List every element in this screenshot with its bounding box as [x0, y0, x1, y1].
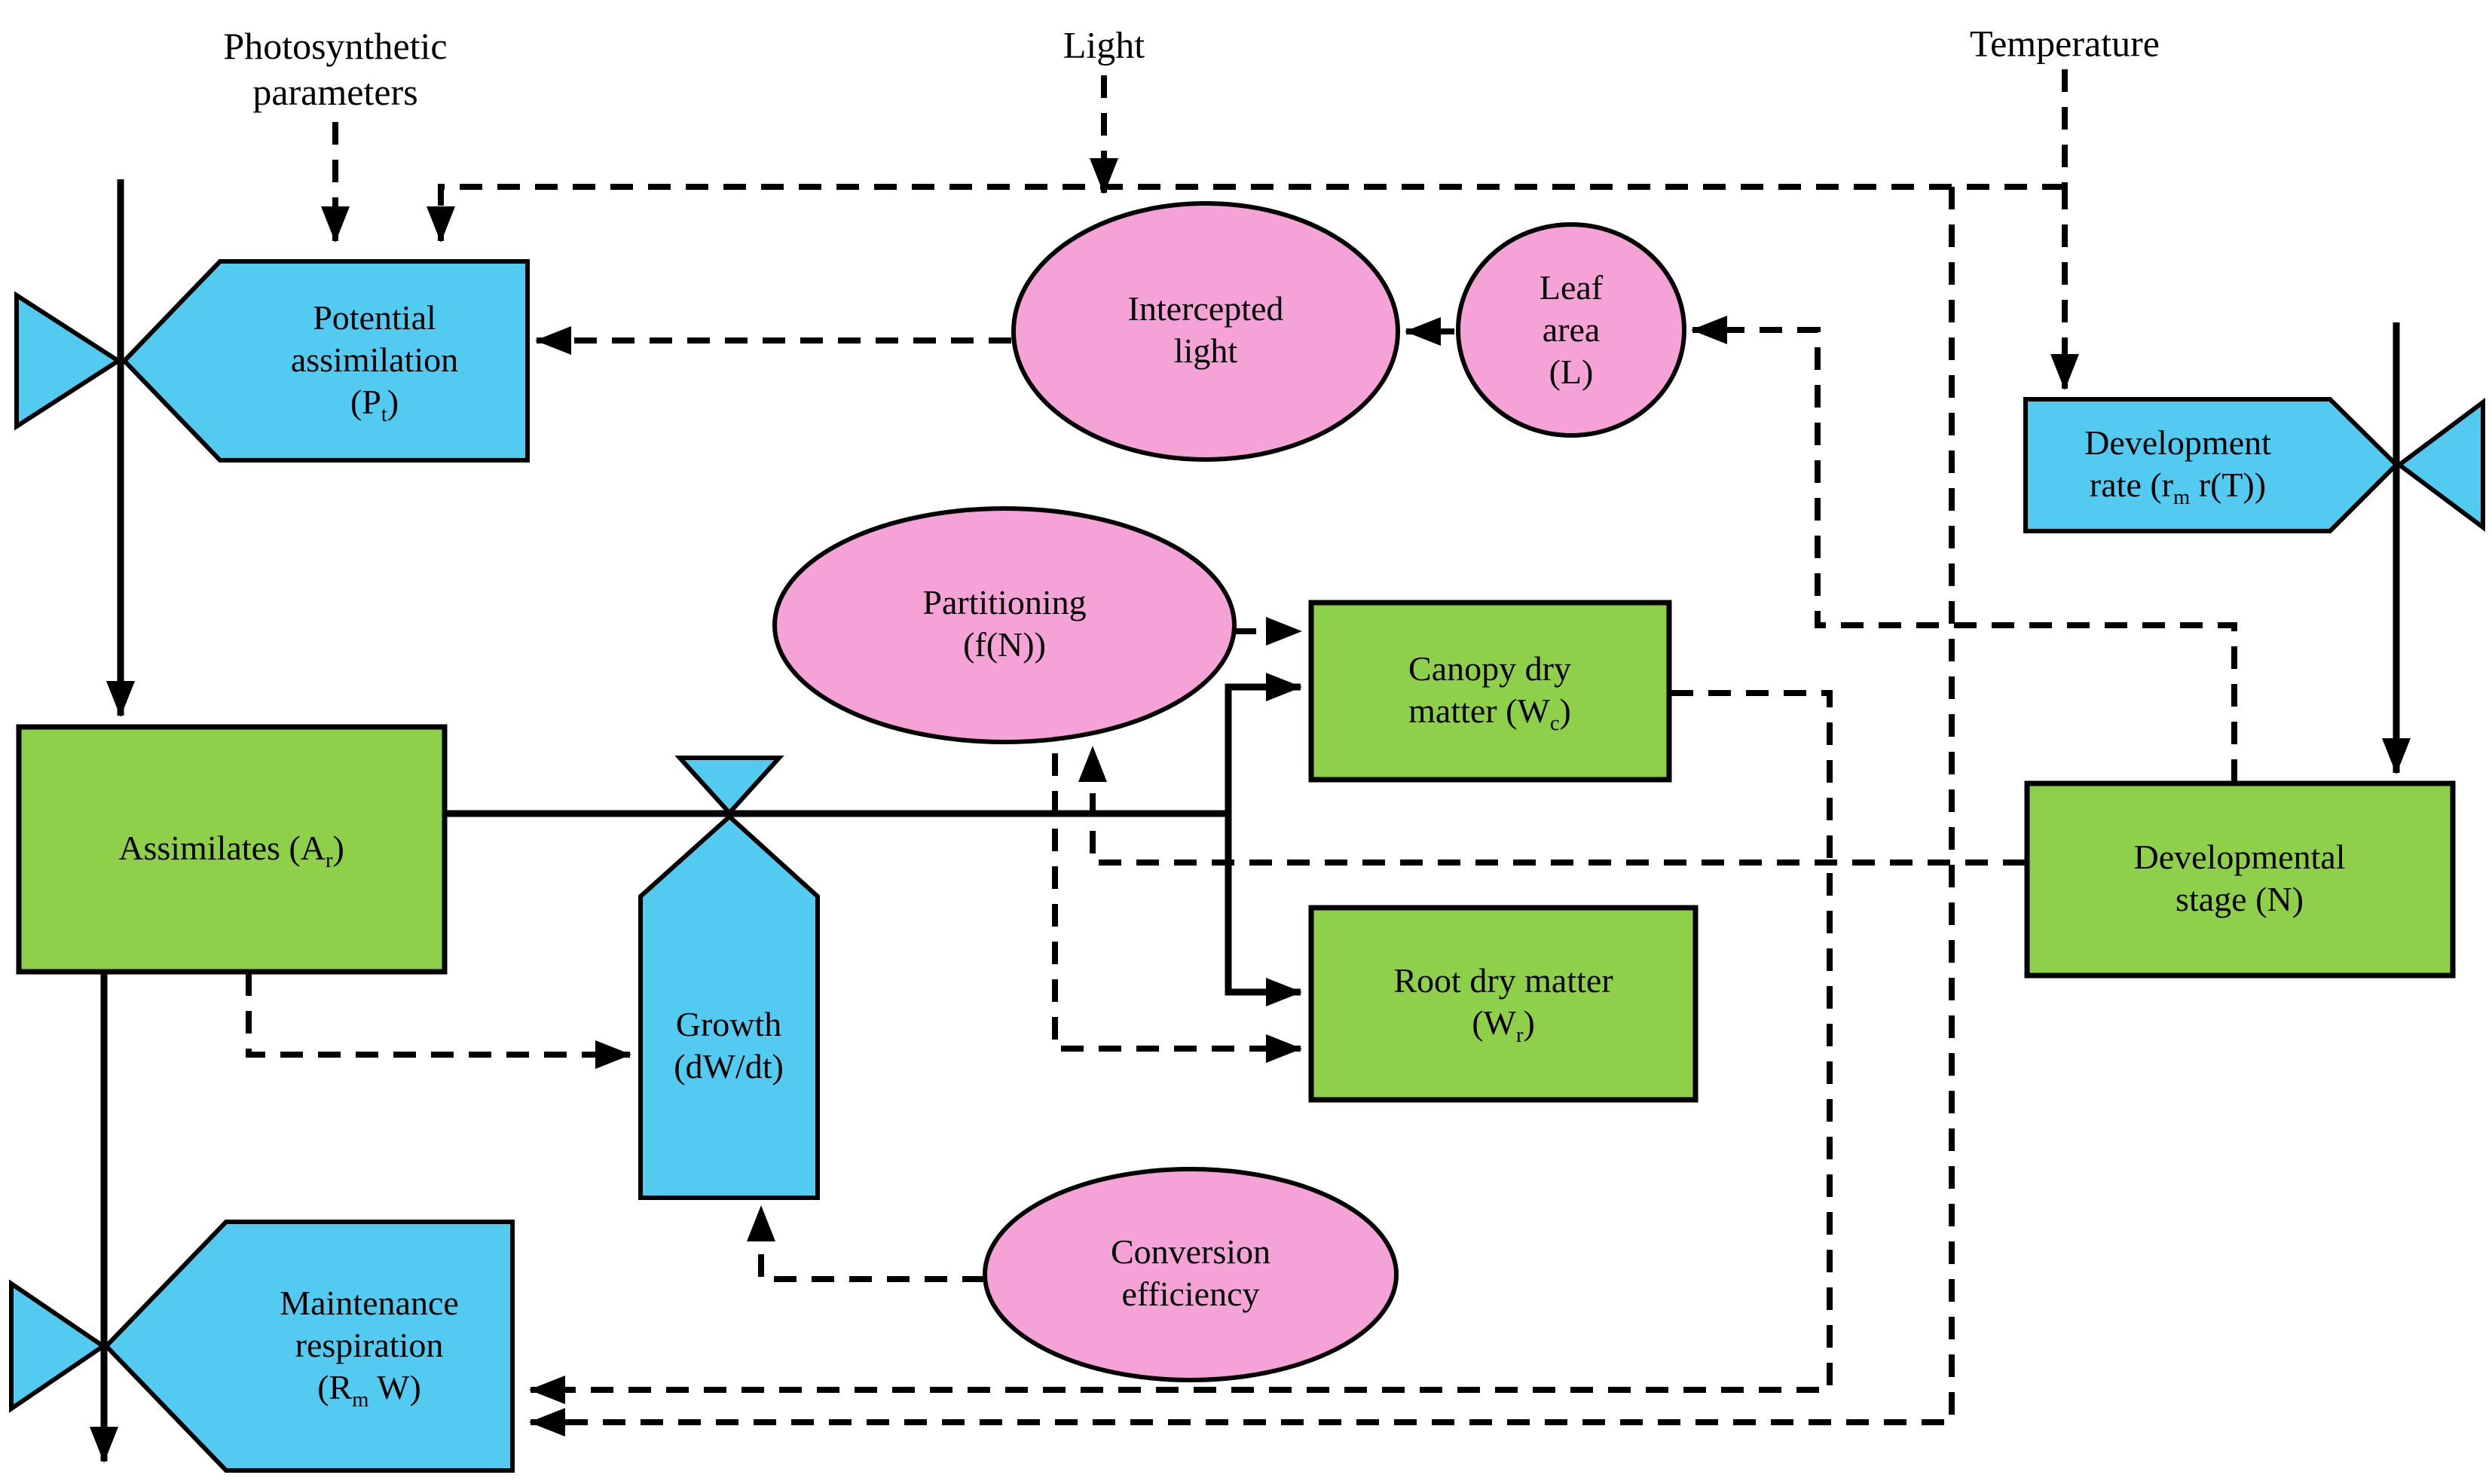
- link-developmental-stage-to-leaf-area: [1691, 316, 2237, 782]
- canopy-dry-matter-box: [1308, 600, 1672, 783]
- potential-assimilation-label: Potential assimilation (Pt): [290, 298, 459, 427]
- link-conversion-efficiency-to-growth: [747, 1205, 985, 1282]
- link-temperature-to-potential-assimilation: [427, 184, 2065, 243]
- intercepted-light-label: Intercepted light: [1127, 289, 1284, 370]
- leaf-area-ellipse: [1456, 222, 1686, 438]
- link-partitioning-to-root-dry-matter: [1052, 716, 1302, 1063]
- link-canopy-dry-matter-to-maintenance-respiration: [529, 690, 1833, 1404]
- root-dry-matter-label: Root dry matter (Wr): [1393, 960, 1613, 1048]
- link-developmental-stage-to-partitioning: [1078, 746, 2026, 866]
- canopy-dry-matter-label: Canopy dry matter (Wc): [1408, 649, 1571, 736]
- partitioning-label: Partitioning (f(N)): [922, 582, 1087, 664]
- conversion-efficiency-ellipse: [983, 1167, 1399, 1382]
- partitioning-ellipse: [772, 506, 1237, 744]
- flow-growth-to-root: [1225, 814, 1302, 1006]
- conversion-efficiency-label: Conversion efficiency: [1110, 1232, 1271, 1313]
- leaf-area-label: Leaf area (L): [1539, 267, 1604, 392]
- link-assimilates-to-growth: [246, 973, 631, 1069]
- maintenance-respiration-valve-icon: [9, 1279, 108, 1413]
- assimilates-label: Assimilates (Ar): [118, 828, 344, 873]
- temperature-label: Temperature: [1970, 22, 2160, 65]
- maintenance-respiration-label: Maintenance respiration (Rm W): [280, 1283, 459, 1412]
- developmental-stage-box: [2024, 780, 2456, 979]
- root-dry-matter-box: [1308, 905, 1699, 1103]
- developmental-stage-label: Developmental stage (N): [2133, 837, 2346, 918]
- development-rate-valve-icon: [2395, 398, 2485, 532]
- flow-growth-to-canopy: [1225, 673, 1302, 814]
- development-rate-shape: [2023, 397, 2400, 533]
- potential-assimilation-shape: [121, 259, 530, 463]
- growth-label: Growth (dW/dt): [674, 1004, 784, 1086]
- light-label: Light: [1063, 23, 1145, 66]
- photosynthetic-parameters-label: Photosynthetic parameters: [223, 25, 448, 113]
- development-rate-label: Development rate (rm r(T)): [2084, 423, 2271, 510]
- intercepted-light-ellipse: [1011, 201, 1400, 462]
- potential-assimilation-valve-icon: [14, 291, 123, 431]
- growth-valve-icon: [674, 756, 784, 817]
- growth-shape: [638, 813, 820, 1200]
- assimilates-box: [16, 724, 448, 975]
- maintenance-respiration-shape: [102, 1220, 515, 1473]
